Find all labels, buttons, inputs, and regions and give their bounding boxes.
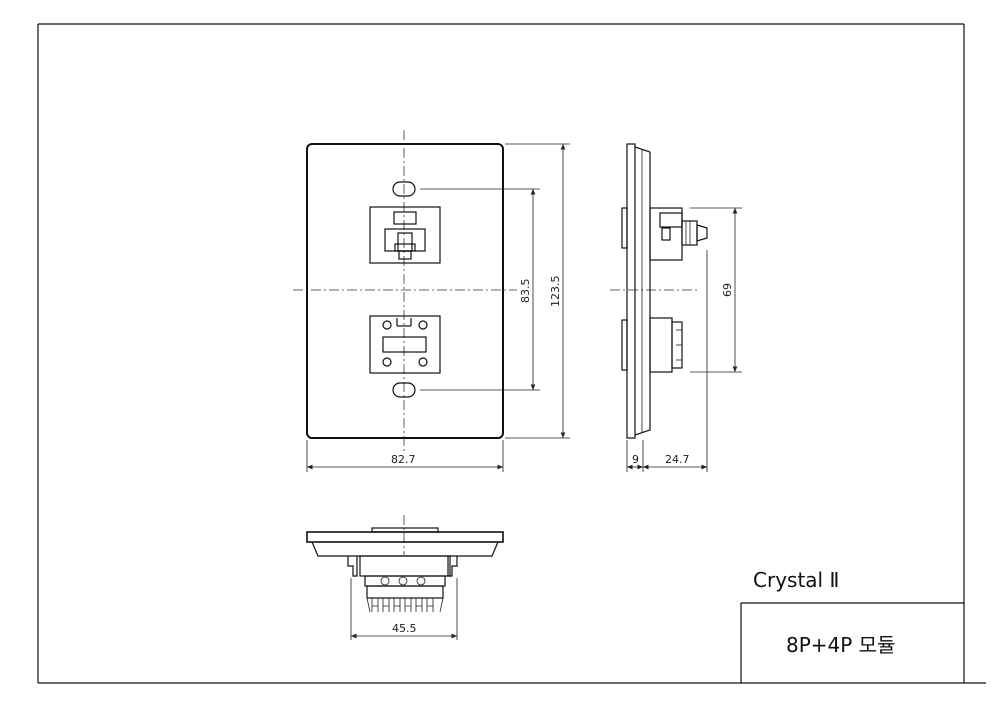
dim-plate-width: 82.7 [306,440,504,472]
upper-module-8p [369,206,441,264]
bottom-view: 45.5 [306,515,504,640]
dim-side-span-label: 69 [721,283,734,297]
product-name: Crystal Ⅱ [753,568,839,592]
dim-hole-spacing-label: 83.5 [519,279,532,304]
terminal-pins [366,597,444,613]
dim-plate-height: 123.5 [505,143,570,439]
dim-side-span: 69 [690,207,742,373]
dim-side-depth: 9 24.7 [626,250,708,472]
title-block: Crystal Ⅱ 8P+4P 모듈 [740,568,964,683]
dim-bottom-width-label: 45.5 [392,622,417,635]
dim-plate-width-label: 82.7 [391,453,416,466]
lower-module-side [649,317,683,373]
front-view: 82.7 83.5 123.5 [293,130,570,472]
lower-module-4p [369,315,441,374]
dim-plate-thickness-label: 9 [632,453,639,466]
upper-module-side [649,207,708,261]
product-description: 8P+4P 모듈 [786,633,896,657]
dim-module-depth-label: 24.7 [665,453,690,466]
drawing-frame [37,23,986,684]
dim-bottom-width: 45.5 [350,578,458,640]
dim-hole-spacing: 83.5 [420,188,540,391]
dim-plate-height-label: 123.5 [549,276,562,308]
side-view: 69 9 24.7 [610,143,742,472]
